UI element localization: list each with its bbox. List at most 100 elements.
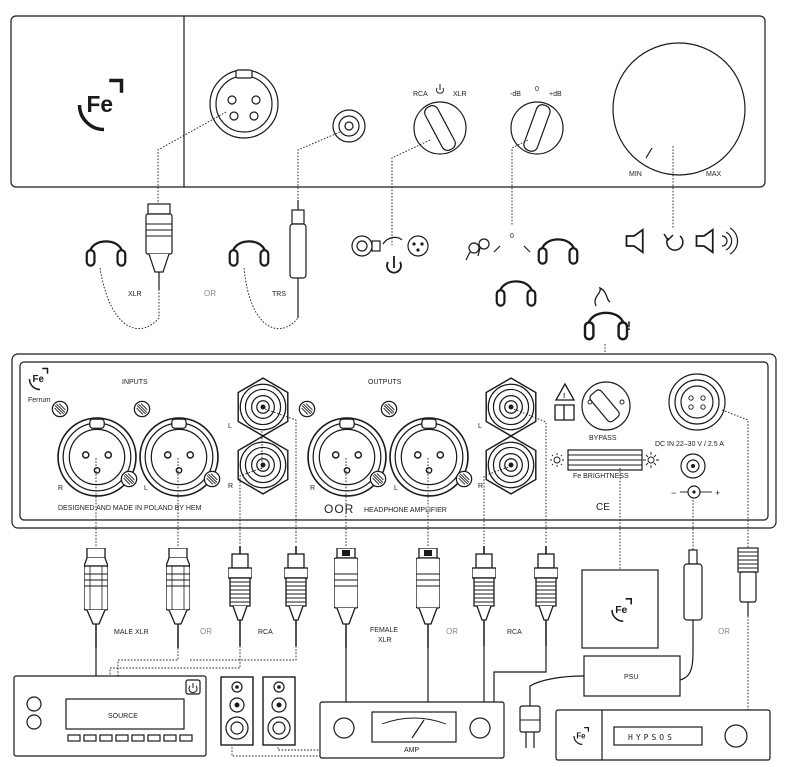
rca-jack-icon	[351, 235, 381, 257]
rca-plug-icon	[228, 546, 252, 646]
selector-right-label: XLR	[453, 91, 467, 98]
brightness-low-icon	[550, 453, 564, 467]
output-xlr-left[interactable]: L	[380, 400, 473, 497]
headphone-options: XLR OR TRS	[85, 200, 739, 330]
warning-headphones: !	[583, 286, 632, 386]
outputs-label: OUTPUTS	[368, 379, 402, 386]
gain-mark-label: 0	[510, 233, 514, 240]
dc-in-connector[interactable]: DC IN 22–30 V / 2.5 A	[655, 373, 726, 448]
trs-socket-icon[interactable]	[332, 109, 366, 143]
female-xlr-label-2: XLR	[378, 637, 392, 644]
bypass-switch[interactable]: BYPASS	[581, 381, 631, 442]
dc-in-label: DC IN 22–30 V / 2.5 A	[655, 441, 724, 448]
or-label-1: OR	[200, 627, 212, 636]
model-label: HEADPHONE AMPLIFIER	[364, 507, 447, 514]
selector-knob[interactable]: RCA XLR	[413, 84, 467, 155]
xlr-plug-icon	[84, 548, 108, 648]
brightness-label: Fe BRIGHTNESS	[573, 473, 629, 480]
screw-icon	[455, 470, 473, 488]
ce-mark: CE	[596, 502, 610, 513]
speaker-quiet-icon	[625, 228, 644, 254]
xlr-plug-icon	[145, 203, 173, 290]
rca-label-1: RCA	[258, 629, 273, 636]
rca-plug-icon	[284, 546, 308, 646]
input-xlr-right[interactable]: R	[51, 400, 138, 497]
brand-name: Ferrum	[28, 397, 51, 404]
device-leaders	[95, 646, 613, 757]
input-xlr-l-label: L	[144, 485, 148, 492]
front-leaders	[157, 111, 674, 245]
xlr-socket-icon[interactable]	[209, 69, 279, 139]
power-icon	[436, 84, 444, 94]
polarity-plus: +	[715, 488, 720, 498]
rear-panel: Ferrum INPUTS OUTPUTS R L L R	[11, 353, 777, 529]
source-device: SOURCE	[13, 675, 207, 757]
power-icon	[185, 679, 201, 695]
screw-icon	[133, 400, 151, 418]
xlr-plug-icon	[166, 548, 190, 648]
volume-min-label: MIN	[629, 171, 642, 178]
volume-max-label: MAX	[706, 171, 722, 178]
male-xlr-label: MALE XLR	[114, 629, 149, 636]
rca-out-l-label: L	[478, 423, 482, 430]
brightness-control[interactable]: Fe BRIGHTNESS	[550, 449, 659, 480]
gain-plus-label: +dB	[549, 91, 562, 98]
dc-barrel-plug	[611, 549, 703, 683]
rca-label-2: RCA	[507, 629, 522, 636]
manual-icon	[554, 404, 575, 421]
rca-input-right[interactable]: R	[228, 435, 289, 495]
hypsos-label: HYPSOS	[628, 733, 675, 742]
rca-input-left[interactable]: L	[228, 377, 289, 437]
warning-exclamation: !	[627, 319, 632, 333]
brightness-high-icon	[643, 452, 659, 468]
rca-plug-icon	[472, 546, 496, 646]
or-label-2: OR	[446, 627, 458, 636]
input-xlr-left[interactable]: L	[133, 400, 221, 497]
gain-zero-label: 0	[535, 86, 539, 93]
output-xlr-r-label: R	[310, 485, 315, 492]
dc-4pin-plug	[737, 547, 759, 710]
power-icon	[386, 256, 402, 274]
xlr-plug-icon	[334, 548, 358, 648]
psu-label: PSU	[624, 674, 638, 681]
source-buttons	[67, 734, 193, 742]
trs-plug-icon	[289, 200, 307, 318]
rotate-icon	[663, 233, 684, 251]
gain-knob[interactable]: -dB 0 +dB	[510, 86, 564, 155]
output-xlr-right[interactable]: R	[298, 400, 387, 497]
rca-in-r-label: R	[228, 483, 233, 490]
svg-text:!: !	[563, 393, 565, 400]
trs-headphone-label: TRS	[272, 291, 286, 298]
gain-minus-label: -dB	[510, 91, 521, 98]
rca-output-right[interactable]: R	[478, 435, 537, 495]
warning-icon: !	[554, 382, 576, 401]
psu-device: PSU	[583, 655, 681, 697]
model-logo: OOR	[324, 502, 354, 516]
headphones-icon	[583, 311, 629, 341]
amp-label: AMP	[404, 747, 420, 754]
source-label: SOURCE	[108, 713, 138, 720]
amp-device: AMP	[319, 701, 505, 759]
headphones-icon	[228, 240, 270, 267]
rca-output-left[interactable]: L	[478, 377, 537, 437]
polarity-symbol: − +	[671, 485, 720, 499]
mains-plug-icon	[519, 705, 541, 748]
speaker-cabinet-icon	[262, 676, 296, 746]
inputs-label: INPUTS	[122, 379, 148, 386]
speaker-cabinet-icon	[220, 676, 254, 746]
xlr-socket-icon	[389, 417, 469, 497]
volume-knob-icon[interactable]	[612, 42, 746, 176]
or-label-headphones: OR	[204, 289, 216, 298]
xlr-headphone-label: XLR	[128, 291, 142, 298]
headphones-icon	[537, 238, 579, 265]
volume-knob[interactable]: MIN MAX	[612, 42, 746, 178]
screw-icon	[380, 400, 398, 418]
power-jack-icon[interactable]	[680, 453, 706, 479]
xlr-socket-icon	[407, 235, 429, 257]
rca-out-r-label: R	[478, 483, 483, 490]
output-xlr-l-label: L	[394, 485, 398, 492]
front-panel: RCA XLR -dB 0 +dB MIN MAX	[10, 15, 766, 188]
screw-icon	[298, 400, 316, 418]
selector-left-label: RCA	[413, 91, 428, 98]
